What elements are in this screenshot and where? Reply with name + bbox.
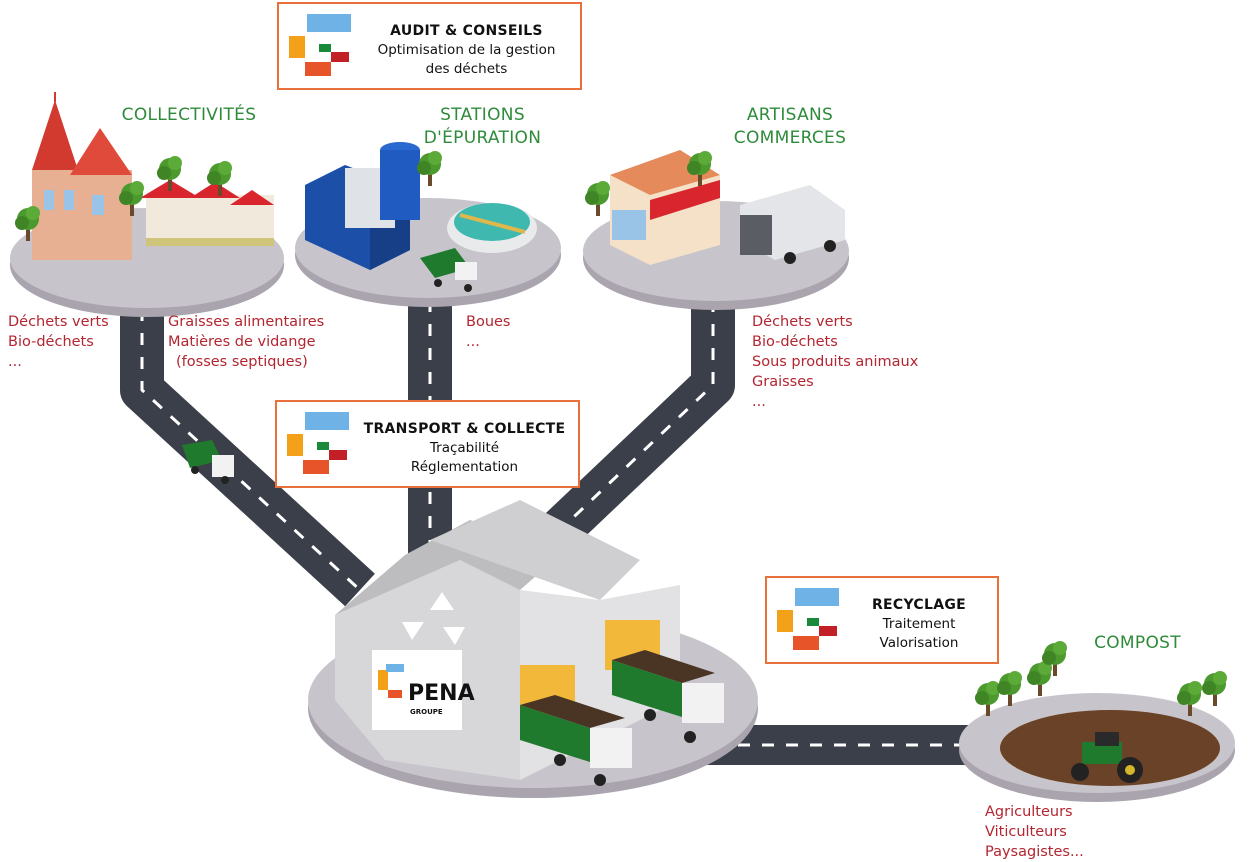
audit-logo-icon — [289, 14, 351, 76]
truck-icon — [182, 440, 234, 484]
clarifier-icon — [447, 203, 537, 253]
truck-icon — [520, 695, 632, 786]
pena-logo-subtext: GROUPE — [410, 708, 443, 716]
recyclage-logo-icon — [777, 588, 839, 650]
title-stations: STATIONS D'ÉPURATION — [423, 105, 542, 148]
church-icon — [32, 92, 132, 260]
facility-building — [335, 500, 680, 780]
audit-text: AUDIT & CONSEILS Optimisation de la gest… — [377, 23, 556, 77]
transport-logo-icon — [287, 412, 349, 474]
van-icon — [740, 185, 845, 264]
box-audit: AUDIT & CONSEILS Optimisation de la gest… — [277, 2, 582, 90]
list-stations: Boues ... — [466, 314, 511, 350]
water-tank-icon — [305, 142, 420, 270]
list-artisans: Déchets verts Bio-déchets Sous produits … — [752, 314, 919, 410]
pena-logo: PENA GROUPE — [378, 664, 475, 716]
box-recyclage: RECYCLAGE Traitement Valorisation — [765, 576, 999, 664]
list-compost: Agriculteurs Viticulteurs Paysagistes... — [985, 804, 1084, 860]
list-collectivites-right: Graisses alimentaires Matières de vidang… — [168, 314, 325, 370]
box-transport: TRANSPORT & COLLECTE Traçabilité Régleme… — [275, 400, 580, 488]
truck-icon — [612, 650, 724, 743]
house-icon — [140, 180, 274, 246]
title-artisans: ARTISANS COMMERCES — [733, 105, 847, 148]
recycle-icon — [402, 592, 465, 645]
title-compost: COMPOST — [1094, 633, 1181, 653]
recyclage-text: RECYCLAGE Traitement Valorisation — [871, 597, 967, 651]
truck-icon — [420, 248, 477, 292]
title-collectivites: COLLECTIVITÉS — [121, 105, 257, 125]
list-collectivites-left: Déchets verts Bio-déchets ... — [8, 314, 109, 370]
tractor-icon — [1071, 732, 1143, 783]
pena-logo-text: PENA — [408, 681, 475, 706]
transport-text: TRANSPORT & COLLECTE Traçabilité Régleme… — [363, 421, 566, 475]
